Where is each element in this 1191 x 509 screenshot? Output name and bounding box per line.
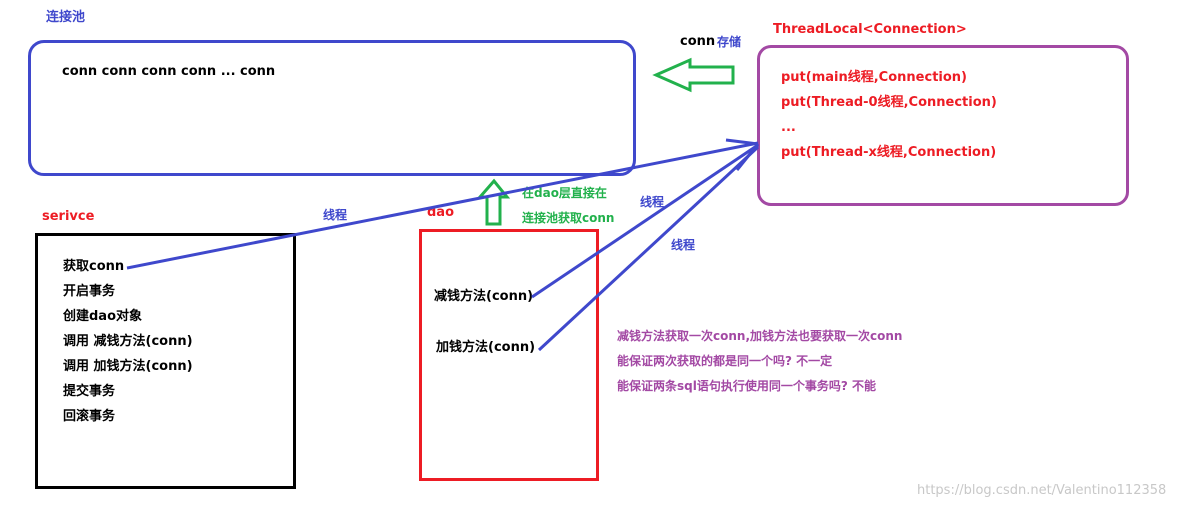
- service-title: serivce: [42, 209, 95, 224]
- service-step: 调用 减钱方法(conn): [63, 334, 193, 349]
- service-step: 调用 加钱方法(conn): [63, 359, 193, 374]
- thread-arrowhead: [725, 138, 759, 146]
- note-line: 减钱方法获取一次conn,加钱方法也要获取一次conn: [617, 329, 903, 343]
- service-step: 回滚事务: [63, 409, 116, 424]
- threadlocal-title: ThreadLocal<Connection>: [773, 22, 967, 37]
- dao-to-pool-arrow: [476, 178, 511, 226]
- store-arrow: [652, 57, 735, 93]
- thread-label: 线程: [671, 238, 696, 252]
- connection-pool-box: [28, 40, 636, 176]
- dao-direct-note: 在dao层直接在: [522, 186, 607, 200]
- thread-arrowhead: [735, 143, 760, 171]
- service-step: 开启事务: [63, 284, 116, 299]
- watermark: https://blog.csdn.net/Valentino112358: [917, 483, 1167, 498]
- thread-label: 线程: [640, 195, 665, 209]
- dao-method-decrease: 减钱方法(conn): [434, 289, 534, 304]
- pool-title: 连接池: [46, 10, 86, 25]
- pool-connections: conn conn conn conn ... conn: [62, 64, 276, 79]
- dao-title: dao: [427, 205, 455, 220]
- note-line: 能保证两条sql语句执行使用同一个事务吗? 不能: [617, 379, 876, 393]
- threadlocal-box: [757, 45, 1129, 206]
- dao-direct-note: 连接池获取conn: [522, 211, 615, 225]
- service-box: [35, 233, 296, 489]
- storage-action-label: 存储: [717, 35, 742, 49]
- threadlocal-entry: put(Thread-x线程,Connection): [781, 145, 997, 160]
- service-step: 创建dao对象: [63, 309, 143, 324]
- dao-increase-thread-line: [537, 145, 760, 352]
- dao-method-increase: 加钱方法(conn): [436, 340, 536, 355]
- dao-decrease-thread-line: [531, 143, 759, 299]
- service-step: 提交事务: [63, 384, 116, 399]
- note-line: 能保证两次获取的都是同一个吗? 不一定: [617, 354, 833, 368]
- thread-label: 线程: [323, 208, 348, 222]
- storage-conn-label: conn: [680, 34, 716, 49]
- service-thread-line: [126, 141, 759, 270]
- threadlocal-entry: ...: [781, 120, 796, 135]
- dao-box: [419, 229, 599, 481]
- service-step: 获取conn: [63, 259, 125, 274]
- threadlocal-entry: put(main线程,Connection): [781, 70, 967, 85]
- threadlocal-entry: put(Thread-0线程,Connection): [781, 95, 997, 110]
